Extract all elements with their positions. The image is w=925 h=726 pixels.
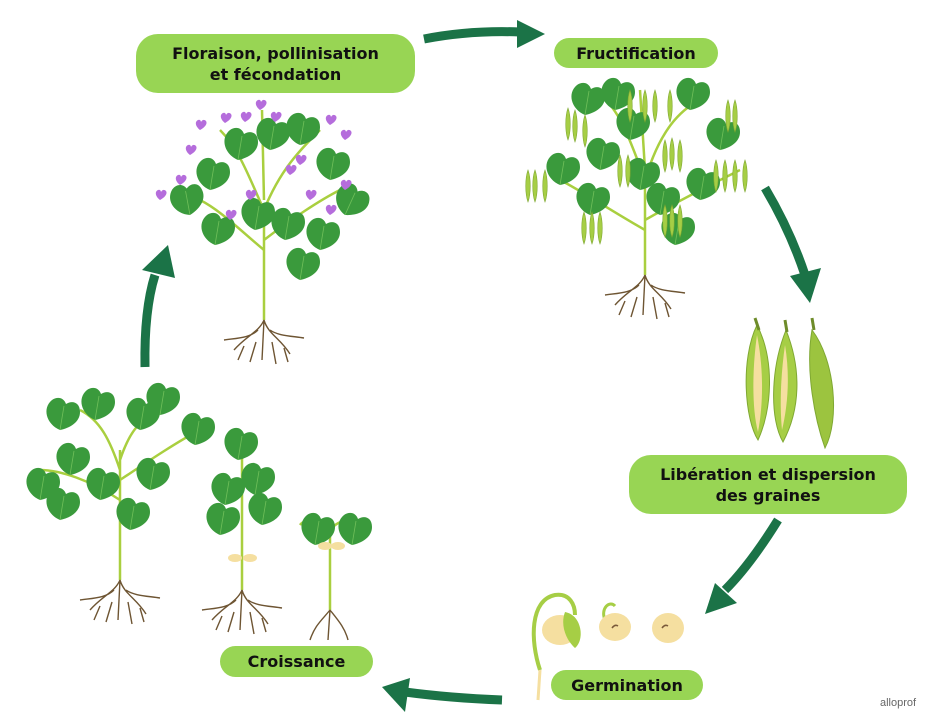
- germinating-seeds-illustration: [531, 592, 684, 701]
- fruiting-plant-illustration: [525, 77, 748, 320]
- growing-plants-illustration: [26, 382, 373, 641]
- stage-label-liberation-line1: Libération et dispersion: [660, 464, 876, 484]
- brand-logo: alloprof: [880, 697, 917, 709]
- arrow-floraison-to-fructification: [423, 20, 545, 48]
- stage-label-croissance: Croissance: [220, 646, 373, 677]
- bean-pods-illustration: [745, 317, 834, 450]
- arrow-croissance-to-floraison: [140, 245, 175, 368]
- stage-label-germination: Germination: [551, 670, 703, 700]
- stage-label-fructification: Fructification: [554, 38, 718, 68]
- arrow-germination-to-croissance: [382, 678, 503, 712]
- stage-label-floraison-line2: et fécondation: [209, 64, 342, 84]
- arrow-liberation-to-germination: [705, 517, 782, 614]
- arrow-fructification-to-liberation: [761, 185, 821, 303]
- flowering-plant-illustration: [155, 99, 374, 365]
- stage-label-liberation-line2: des graines: [715, 485, 821, 505]
- stage-label-floraison-line1: Floraison, pollinisation: [172, 43, 379, 63]
